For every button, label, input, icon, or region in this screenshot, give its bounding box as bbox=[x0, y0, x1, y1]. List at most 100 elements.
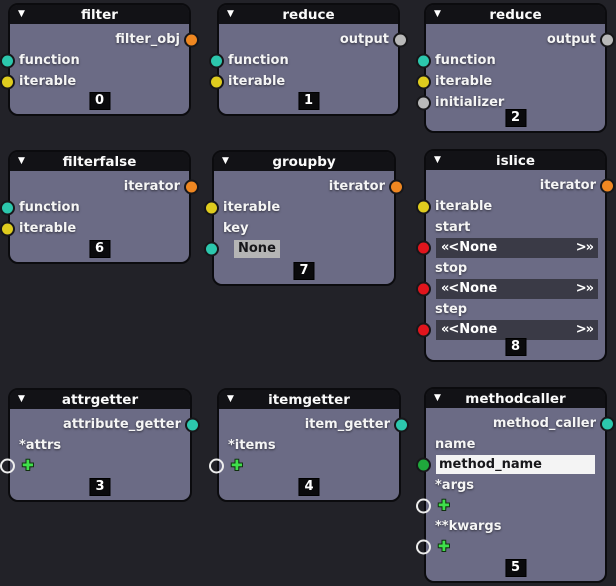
input-port[interactable] bbox=[0, 221, 15, 236]
input-widget-row: «< None >» bbox=[416, 319, 598, 340]
spinner-increment-icon[interactable]: >» bbox=[575, 281, 594, 296]
node-reduce[interactable]: ▼ reduce output function iterable initia… bbox=[416, 3, 615, 133]
input-widget-row: «< None >» bbox=[416, 237, 598, 258]
node-header[interactable]: ▼ reduce bbox=[219, 5, 398, 24]
output-port[interactable] bbox=[600, 178, 615, 193]
collapse-icon[interactable]: ▼ bbox=[18, 156, 25, 166]
input-label: name bbox=[435, 436, 476, 452]
output-port[interactable] bbox=[600, 416, 615, 431]
input-port[interactable] bbox=[0, 53, 15, 68]
input-port[interactable] bbox=[416, 240, 431, 255]
input-port[interactable] bbox=[0, 200, 15, 215]
output-port[interactable] bbox=[184, 179, 199, 194]
input-label-row: start bbox=[433, 217, 598, 237]
node-reduce[interactable]: ▼ reduce output function iterable 1 bbox=[209, 3, 408, 116]
node-header[interactable]: ▼ groupby bbox=[214, 152, 394, 171]
output-port[interactable] bbox=[184, 32, 199, 47]
input-port[interactable] bbox=[0, 74, 15, 89]
node-body: output function iterable bbox=[209, 24, 408, 94]
input-port[interactable] bbox=[204, 200, 219, 215]
input-port[interactable] bbox=[416, 322, 431, 337]
node-header[interactable]: ▼ itemgetter bbox=[219, 390, 399, 409]
input-port[interactable] bbox=[209, 53, 224, 68]
input-label-row: key bbox=[221, 218, 387, 238]
input-widget-row: ✚ bbox=[209, 455, 392, 476]
node-header[interactable]: ▼ methodcaller bbox=[426, 389, 605, 408]
input-label: iterable bbox=[223, 200, 281, 215]
integer-spinner[interactable]: «< None >» bbox=[436, 278, 598, 299]
node-methodcaller[interactable]: ▼ methodcaller method_caller name *args … bbox=[416, 387, 615, 583]
input-widget-row: None bbox=[204, 238, 387, 259]
input-label: start bbox=[435, 219, 471, 235]
node-header[interactable]: ▼ filter bbox=[10, 5, 189, 24]
spinner-decrement-icon[interactable]: «< bbox=[441, 240, 459, 255]
output-port[interactable] bbox=[389, 179, 404, 194]
input-row: iterable bbox=[209, 71, 391, 92]
collapse-icon[interactable]: ▼ bbox=[227, 9, 234, 19]
input-port[interactable] bbox=[416, 457, 431, 472]
input-port[interactable] bbox=[209, 458, 224, 473]
node-attrgetter[interactable]: ▼ attrgetter attribute_getter *attrs ✚ 3 bbox=[0, 388, 200, 502]
node-islice[interactable]: ▼ islice iterator iterable start «< None… bbox=[416, 149, 615, 362]
output-label: output bbox=[546, 32, 596, 47]
input-port[interactable] bbox=[416, 74, 431, 89]
node-itemgetter[interactable]: ▼ itemgetter item_getter *items ✚ 4 bbox=[209, 388, 409, 502]
input-label: function bbox=[19, 53, 80, 68]
node-body: item_getter *items ✚ bbox=[209, 409, 409, 478]
node-title: methodcaller bbox=[465, 390, 566, 407]
node-header[interactable]: ▼ attrgetter bbox=[10, 390, 190, 409]
value-display[interactable]: None bbox=[234, 239, 280, 258]
output-label: iterator bbox=[123, 179, 180, 194]
input-label: *attrs bbox=[19, 437, 62, 453]
output-port[interactable] bbox=[393, 32, 408, 47]
node-filter[interactable]: ▼ filter filter_obj function iterable 0 bbox=[0, 3, 199, 116]
integer-spinner[interactable]: «< None >» bbox=[436, 319, 598, 340]
node-filterfalse[interactable]: ▼ filterfalse iterator function iterable… bbox=[0, 150, 199, 264]
name-text-input[interactable] bbox=[436, 455, 595, 474]
input-port[interactable] bbox=[209, 74, 224, 89]
node-header[interactable]: ▼ filterfalse bbox=[10, 152, 189, 171]
collapse-icon[interactable]: ▼ bbox=[434, 9, 441, 19]
collapse-icon[interactable]: ▼ bbox=[434, 393, 441, 403]
integer-spinner[interactable]: «< None >» bbox=[436, 237, 598, 258]
node-body: iterator iterable start «< None >» stop bbox=[416, 170, 615, 342]
input-port[interactable] bbox=[204, 241, 219, 256]
collapse-icon[interactable]: ▼ bbox=[434, 155, 441, 165]
add-input-icon[interactable]: ✚ bbox=[438, 497, 450, 514]
input-port[interactable] bbox=[416, 539, 431, 554]
output-row: item_getter bbox=[226, 414, 409, 435]
node-header[interactable]: ▼ reduce bbox=[426, 5, 605, 24]
add-input-icon[interactable]: ✚ bbox=[22, 457, 34, 474]
input-port[interactable] bbox=[416, 53, 431, 68]
collapse-icon[interactable]: ▼ bbox=[222, 156, 229, 166]
node-header[interactable]: ▼ islice bbox=[426, 151, 605, 170]
input-port[interactable] bbox=[416, 199, 431, 214]
spinner-value: None bbox=[459, 322, 498, 337]
input-port[interactable] bbox=[416, 95, 431, 110]
spinner-increment-icon[interactable]: >» bbox=[575, 240, 594, 255]
output-port[interactable] bbox=[185, 417, 200, 432]
add-input-icon[interactable]: ✚ bbox=[231, 457, 243, 474]
input-port[interactable] bbox=[416, 498, 431, 513]
output-row: filter_obj bbox=[17, 29, 199, 50]
spinner-increment-icon[interactable]: >» bbox=[575, 322, 594, 337]
input-label: initializer bbox=[435, 95, 505, 110]
output-port[interactable] bbox=[394, 417, 409, 432]
collapse-icon[interactable]: ▼ bbox=[18, 9, 25, 19]
node-title: itemgetter bbox=[268, 391, 350, 408]
node-groupby[interactable]: ▼ groupby iterator iterable key None 7 bbox=[204, 150, 404, 286]
input-port[interactable] bbox=[416, 281, 431, 296]
node-body: method_caller name *args ✚ **kwargs bbox=[416, 408, 615, 559]
collapse-icon[interactable]: ▼ bbox=[227, 394, 234, 404]
input-port[interactable] bbox=[0, 458, 15, 473]
add-input-icon[interactable]: ✚ bbox=[438, 538, 450, 555]
input-label: iterable bbox=[435, 74, 493, 89]
spinner-decrement-icon[interactable]: «< bbox=[441, 281, 459, 296]
input-label: iterable bbox=[435, 199, 493, 214]
input-row: iterable bbox=[416, 196, 598, 217]
spinner-decrement-icon[interactable]: «< bbox=[441, 322, 459, 337]
collapse-icon[interactable]: ▼ bbox=[18, 394, 25, 404]
output-port[interactable] bbox=[600, 32, 615, 47]
input-label-row: *attrs bbox=[17, 435, 183, 455]
